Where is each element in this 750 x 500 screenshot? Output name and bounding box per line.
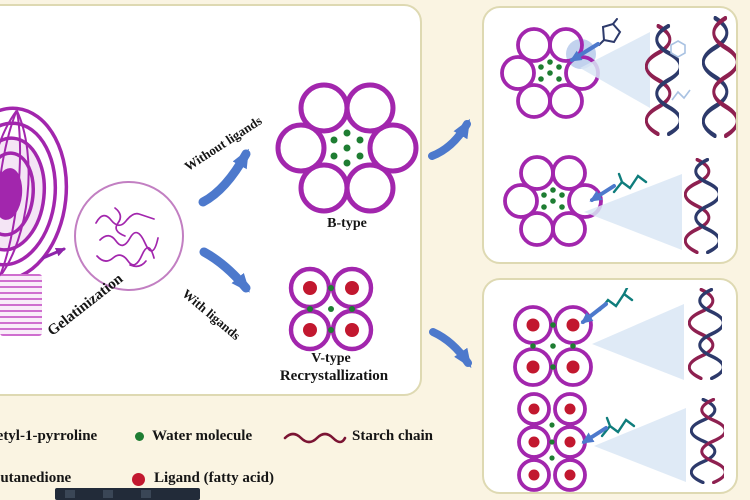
legend-ligand-label: Ligand (fatty acid) bbox=[154, 470, 274, 486]
starch-helix-illustration bbox=[645, 24, 679, 136]
zoom-beam bbox=[594, 408, 686, 482]
v-type-detail-panel bbox=[482, 278, 738, 494]
v-type-label: V-type bbox=[311, 351, 351, 366]
with-ligands-arrow bbox=[199, 247, 251, 293]
zoom-beam bbox=[584, 174, 682, 250]
legend-water-label: Water molecule bbox=[152, 428, 253, 444]
molecule-binding-arrow bbox=[589, 184, 616, 202]
b-type-cluster bbox=[275, 82, 419, 214]
starch-helix-illustration bbox=[702, 16, 736, 138]
lamellae-pattern bbox=[0, 274, 42, 336]
water-molecule-dots bbox=[541, 187, 565, 210]
starch-helix-illustration bbox=[688, 288, 722, 380]
starch-helix-illustration bbox=[690, 398, 724, 484]
water-molecule-dots bbox=[530, 322, 576, 370]
ligand-dot bbox=[132, 473, 145, 486]
faint-molecule-icon bbox=[671, 89, 691, 101]
molecule-binding-arrow bbox=[580, 302, 608, 324]
starch-chain-wave-icon bbox=[283, 432, 347, 444]
arrow-to-b-panel bbox=[428, 118, 471, 160]
molecule-binding-arrow bbox=[569, 42, 600, 62]
water-molecule-dots bbox=[549, 422, 555, 461]
legend-starch-label: Starch chain bbox=[352, 428, 433, 444]
water-molecule-dots bbox=[538, 59, 562, 82]
bottom-ui-fragment[interactable] bbox=[55, 488, 200, 500]
butanedione-molecule-icon bbox=[612, 172, 648, 194]
ligand-dots bbox=[528, 403, 576, 481]
b-type-cluster-small-2 bbox=[503, 155, 603, 247]
ligand-dots bbox=[303, 281, 359, 337]
water-molecule-dot bbox=[135, 432, 144, 441]
gelatinization-arrow bbox=[41, 247, 66, 260]
starch-helix-illustration bbox=[684, 158, 718, 254]
ligand-dots bbox=[526, 318, 580, 374]
water-molecule-dots bbox=[307, 285, 355, 333]
water-molecule-dots bbox=[330, 129, 364, 167]
arrow-to-v-panel bbox=[429, 328, 472, 368]
b-type-label: B-type bbox=[327, 216, 367, 231]
legend-pyrroline-label: cetyl-1-pyrroline bbox=[0, 428, 98, 444]
zoom-beam bbox=[592, 304, 684, 380]
gelatinization-circle bbox=[74, 181, 184, 291]
v-type-cluster bbox=[288, 266, 374, 352]
zoom-beam bbox=[580, 32, 650, 108]
starch-granule-illustration bbox=[0, 106, 69, 282]
faint-molecule-icon bbox=[670, 40, 686, 58]
molecule-binding-arrow bbox=[581, 426, 608, 444]
legend-butanedione-label: butanedione bbox=[0, 470, 72, 486]
v-type-cluster-small-1 bbox=[513, 305, 593, 387]
without-ligands-arrow bbox=[198, 148, 251, 207]
recrystallization-label: Recrystallization bbox=[279, 368, 389, 384]
v-type-cluster-small-2 bbox=[517, 392, 587, 492]
